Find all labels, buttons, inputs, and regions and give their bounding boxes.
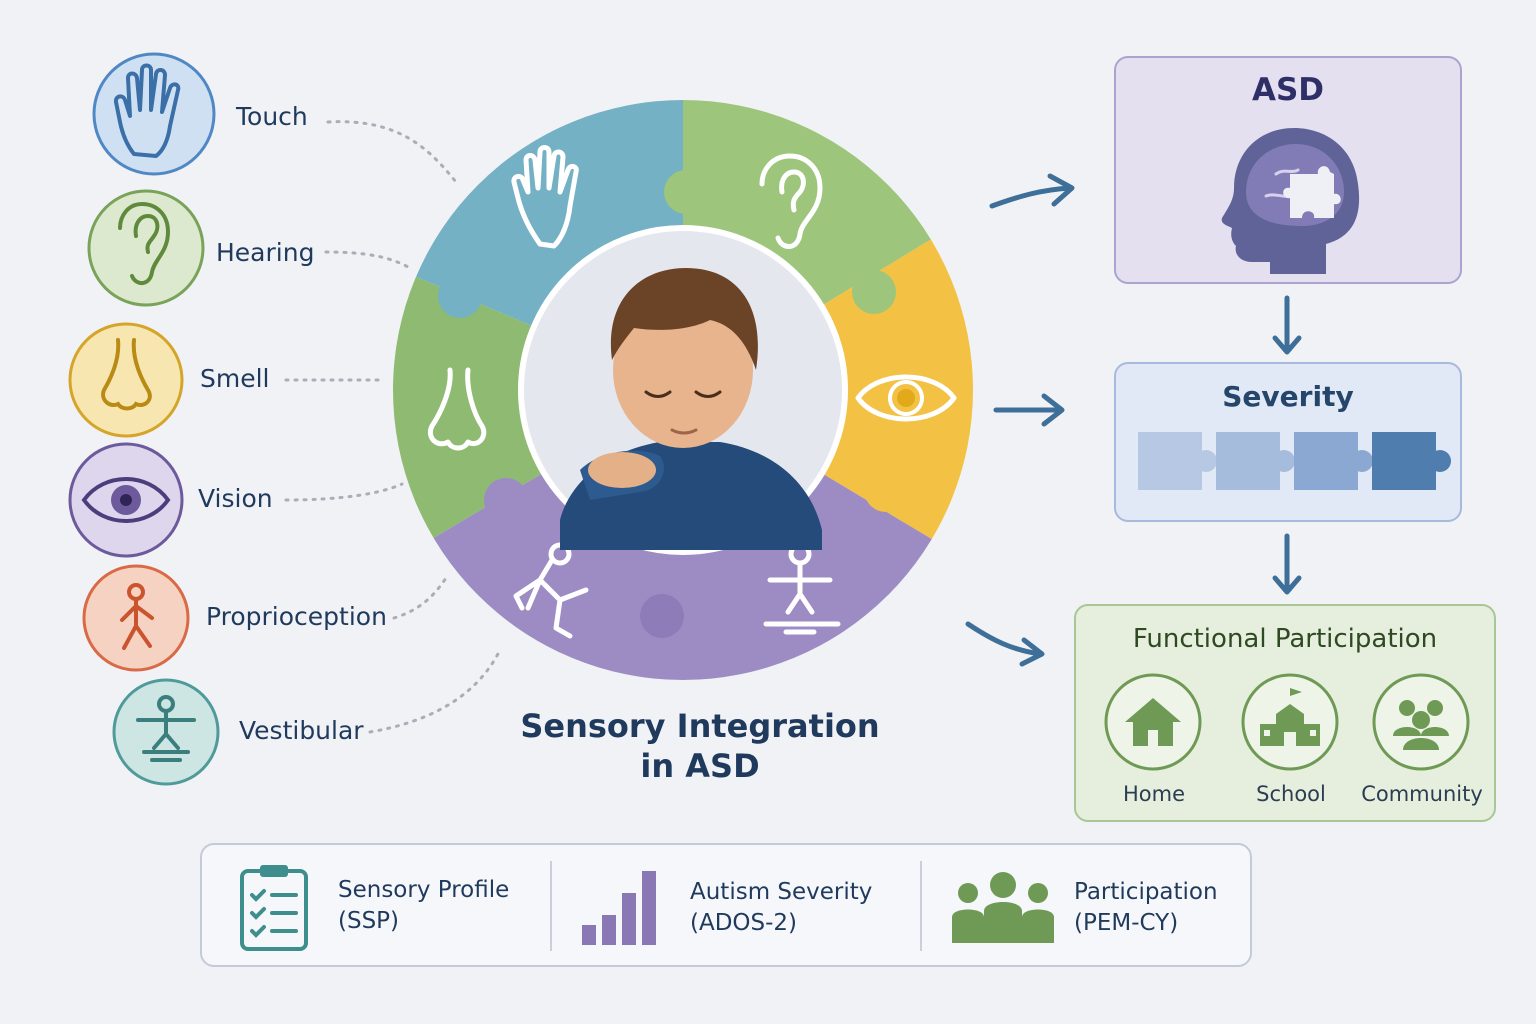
eye-icon <box>81 477 171 523</box>
participation-label-home: Home <box>1122 782 1185 806</box>
nose-icon <box>101 338 152 411</box>
arrow-severity-participation-head <box>1272 575 1302 595</box>
measures-legend: Sensory Profile (SSP) Autism Severity (A… <box>200 843 1252 967</box>
balance-icon <box>136 695 196 762</box>
measure-pemcy-line2: (PEM-CY) <box>1074 910 1179 936</box>
smell-icon-circle <box>68 322 184 438</box>
participation-label-community: Community <box>1361 782 1483 806</box>
segment-eye-icon <box>855 374 957 422</box>
puzzle-scale-icon <box>1138 432 1451 490</box>
proprioception-icon-circle <box>82 564 190 672</box>
clipboard-checklist-icon <box>240 865 308 951</box>
measure-pemcy-line1: Participation <box>1074 879 1218 905</box>
segment-balance-icon <box>763 561 841 635</box>
connector-hearing <box>324 250 412 270</box>
connector-touch <box>326 120 458 184</box>
body-icon <box>120 583 154 650</box>
center-title-line1: Sensory Integration <box>520 707 880 745</box>
participation-title: Functional Participation <box>1132 624 1438 654</box>
sense-label-vestibular: Vestibular <box>239 716 364 745</box>
bar-chart-icon <box>582 871 656 945</box>
arrow-to-asd <box>989 185 1073 209</box>
vestibular-icon-circle <box>112 678 220 786</box>
arrow-asd-severity-head <box>1272 335 1302 355</box>
arrow-to-participation-head <box>1019 637 1045 667</box>
school-icon <box>1241 673 1339 771</box>
sense-label-smell: Smell <box>200 364 270 393</box>
center-title-line2: in ASD <box>640 747 760 785</box>
sense-label-hearing: Hearing <box>216 238 315 267</box>
asd-box: ASD <box>1114 56 1462 284</box>
home-icon <box>1104 673 1202 771</box>
severity-box: Severity <box>1114 362 1462 522</box>
measure-ssp-line1: Sensory Profile <box>338 877 510 903</box>
sensory-puzzle-wheel <box>393 100 973 680</box>
connector-proprioception <box>392 576 448 620</box>
measure-ssp-line2: (SSP) <box>338 908 400 934</box>
sense-label-proprioception: Proprioception <box>206 602 387 631</box>
arrow-to-participation <box>965 621 1043 657</box>
touch-icon-circle <box>92 52 216 176</box>
sense-label-vision: Vision <box>198 484 273 513</box>
measure-ados-line2: (ADOS-2) <box>690 910 798 936</box>
connector-vestibular <box>368 648 502 734</box>
hearing-icon-circle <box>87 189 205 307</box>
legend-divider <box>920 861 922 951</box>
head-puzzle-icon <box>1221 128 1360 274</box>
child-illustration <box>560 268 822 550</box>
legend-divider <box>550 861 552 951</box>
measure-ados-line1: Autism Severity <box>690 879 873 905</box>
hand-icon <box>113 63 181 158</box>
arrow-to-asd-head <box>1047 173 1075 207</box>
vision-icon-circle <box>68 442 184 558</box>
segment-hand-icon <box>511 145 579 249</box>
segment-body-icon <box>513 557 589 639</box>
participation-label-school: School <box>1256 782 1326 806</box>
asd-title: ASD <box>1251 72 1325 108</box>
participation-icons <box>1104 673 1470 771</box>
participation-box: Functional Participation <box>1074 604 1496 822</box>
severity-title: Severity <box>1222 380 1354 413</box>
senses-icons <box>68 52 220 786</box>
segment-ear-icon <box>759 153 823 249</box>
connector-vision <box>284 482 404 502</box>
sense-label-touch: Touch <box>236 102 308 131</box>
ear-icon <box>118 201 171 285</box>
segment-nose-icon <box>428 367 487 451</box>
community-icon <box>1372 673 1470 771</box>
arrow-to-severity-head <box>1041 393 1065 427</box>
people-icon <box>952 872 1054 943</box>
